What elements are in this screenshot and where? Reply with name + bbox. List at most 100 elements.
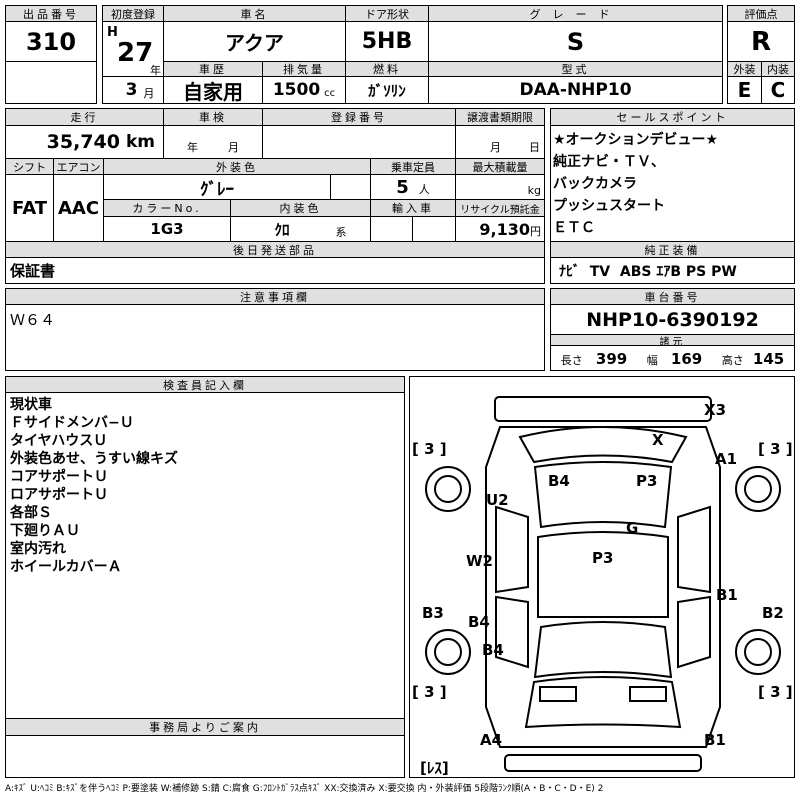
inspector-item: Ｆサイドメンバ−Ｕ [10,415,134,431]
reg-year: 27 [117,38,154,68]
import-label: 輸入車 [370,199,456,217]
reg-month: 3 [125,80,138,100]
int-score-label: 内装 [761,61,795,77]
max-load-unit: kg [455,174,545,200]
int-color: ｸﾛ [274,220,290,239]
shift: FAT [5,174,54,242]
history: 自家用 [163,76,263,104]
door-label: ドア形状 [345,5,429,22]
car-outline [425,396,781,772]
shift-label: シフト [5,158,54,175]
transfer-cell: 月日 [455,125,545,159]
length: 399 [595,349,628,368]
width: 169 [670,349,703,368]
inspector-label: 検査員記入欄 [5,376,405,393]
first-reg-label: 初度登録 [102,5,164,22]
max-load-label: 最大積載量 [455,158,545,175]
displacement: 1500 [272,80,321,100]
inspection-cell: 年月 [163,125,263,159]
score: R [727,21,795,62]
chassis-number: NHP10-6390192 [550,304,795,335]
yen-unit: 円 [530,225,541,238]
recycle-label: リサイクル預託金 [455,199,545,217]
damage-mark: B3 [422,604,444,622]
int-color-unit: 系 [335,226,347,239]
sales-label: セールスポイント [550,108,795,126]
lot-number: 310 [5,21,97,62]
km-unit: km [125,132,155,152]
color-no: 1G3 [103,216,231,242]
reg-no-label: 登録番号 [262,108,456,126]
transfer-month: 月 [490,141,501,154]
sales-points: ★オークションデビュー★ 純正ナビ・ＴＶ、 バックカメラ プッシュスタート ＥＴ… [550,125,795,242]
damage-mark: P3 [636,472,658,490]
sales-item: バックカメラ [553,176,637,192]
damage-mark: X3 [704,401,727,419]
door-type: 5HB [345,21,429,62]
ext-score-label: 外装 [727,61,762,77]
legend: A:ｷｽﾞ U:ﾍｺﾐ B:ｷｽﾞを伴うﾍｺﾐ P:要塗装 W:補修跡 S:錆 … [5,784,604,794]
grade-label: グレード [428,5,723,22]
capacity: 5 [396,176,409,198]
history-label: 車歴 [163,61,263,77]
inspector-item: 外装色あせ、うすい線キズ [10,451,178,467]
int-color-cell: ｸﾛ 系 [230,216,371,242]
insp-year: 年 [187,141,198,154]
ext-score: E [727,76,762,104]
import-cell-2 [412,216,456,242]
lot-blank [5,61,97,104]
office-notes [5,735,405,778]
inspector-item: ホイールカバーＡ [10,559,122,575]
ext-color: ｸﾞﾚｰ [103,174,331,200]
damage-mark: A1 [715,450,738,468]
insp-month: 月 [228,141,239,154]
damage-mark: X [652,431,664,449]
color-no-label: カラーNo. [103,199,231,217]
transfer-day: 日 [529,141,540,154]
inspector-item: 各部Ｓ [10,505,52,521]
recycle-fee: 9,130 [479,219,530,239]
import-cell-1 [370,216,413,242]
era: H [107,25,118,40]
damage-mark: B2 [762,604,784,622]
transfer-label: 譲渡書類期限 [455,108,545,126]
damage-mark: B4 [548,472,570,490]
score-label: 評価点 [727,5,795,22]
inspection-label: 車検 [163,108,263,126]
fuel-label: 燃料 [345,61,429,77]
damage-mark: G [626,519,639,537]
grade: S [428,21,723,62]
inspector-item: ロアサポートＵ [10,487,108,503]
fuel: ｶﾞｿﾘﾝ [345,76,429,104]
sales-item: 純正ナビ・ＴＶ、 [553,154,665,170]
tire-tread-rr: [ 3 ] [758,683,793,701]
ext-color-label: 外装色 [103,158,371,175]
car-name: アクア [163,21,346,62]
tire-tread-fl: [ 3 ] [412,440,447,458]
displacement-label: 排気量 [262,61,346,77]
damage-mark: B1 [704,731,726,749]
inspector-item: 室内汚れ [10,541,66,557]
inspector-item: タイヤハウスＵ [10,433,108,449]
capacity-label: 乗車定員 [370,158,456,175]
damage-mark: W2 [466,552,493,570]
notes: Ｗ６４ [5,304,545,371]
first-reg-month-cell: 3 月 [102,76,164,104]
reg-no-cell [262,125,456,159]
notes-label: 注意事項欄 [5,288,545,305]
aircon: AAC [53,174,104,242]
damage-mark: B4 [482,641,504,659]
width-label: 幅 [646,353,658,367]
length-label: 長さ [560,353,583,367]
damage-mark: B1 [716,586,738,604]
person-unit: 人 [418,183,430,196]
sales-item: プッシュスタート [553,198,665,214]
inspector-notes: 現状車 Ｆサイドメンバ−Ｕ タイヤハウスＵ 外装色あせ、うすい線キズ コアサポー… [5,392,405,719]
cc-unit: cc [324,87,336,99]
month-unit: 月 [143,87,155,100]
spare-tire-less: [ﾚｽ] [420,759,449,777]
spec-values: 長さ 399 幅 169 高さ 145 [550,345,795,371]
